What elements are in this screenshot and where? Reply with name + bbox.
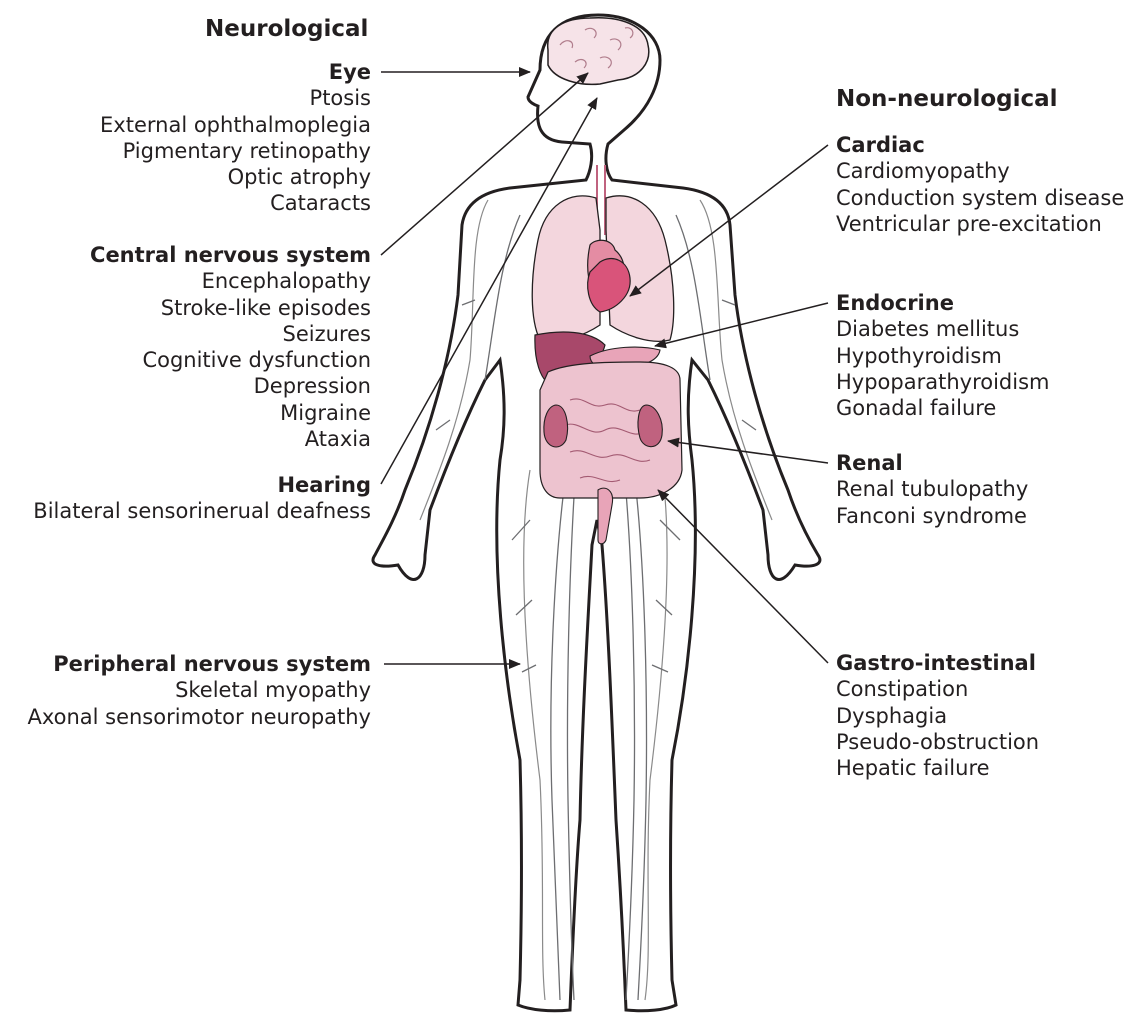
heading-neurological: Neurological [205,14,368,44]
eye-item: Optic atrophy [100,164,371,190]
cns-title: Central nervous system [90,242,371,268]
cns-item: Migraine [90,400,371,426]
cardiac-title: Cardiac [836,132,1124,158]
group-endocrine: Endocrine Diabetes mellitus Hypothyroidi… [836,290,1050,421]
renal-item: Fanconi syndrome [836,503,1028,529]
hearing-title: Hearing [33,472,371,498]
heading-non-neurological: Non-neurological [836,84,1058,114]
eye-item: Pigmentary retinopathy [100,138,371,164]
eye-item: External ophthalmoplegia [100,112,371,138]
pns-item: Skeletal myopathy [27,677,371,703]
gi-item: Hepatic failure [836,755,1039,781]
group-renal: Renal Renal tubulopathy Fanconi syndrome [836,450,1028,529]
cns-item: Stroke-like episodes [90,295,371,321]
gi-item: Constipation [836,676,1039,702]
endocrine-item: Hypoparathyroidism [836,369,1050,395]
group-eye: Eye Ptosis External ophthalmoplegia Pigm… [100,59,371,217]
endocrine-title: Endocrine [836,290,1050,316]
cns-item: Cognitive dysfunction [90,347,371,373]
cns-item: Depression [90,373,371,399]
cardiac-item: Ventricular pre-excitation [836,211,1124,237]
cns-item: Seizures [90,321,371,347]
renal-item: Renal tubulopathy [836,476,1028,502]
hearing-item: Bilateral sensorinerual deafness [33,498,371,524]
endocrine-item: Hypothyroidism [836,343,1050,369]
eye-item: Ptosis [100,85,371,111]
group-pns: Peripheral nervous system Skeletal myopa… [27,651,371,730]
cardiac-item: Cardiomyopathy [836,158,1124,184]
gi-item: Dysphagia [836,703,1039,729]
pns-title: Peripheral nervous system [27,651,371,677]
eye-item: Cataracts [100,190,371,216]
pns-item: Axonal sensorimotor neuropathy [27,704,371,730]
renal-title: Renal [836,450,1028,476]
gi-item: Pseudo-obstruction [836,729,1039,755]
cardiac-item: Conduction system disease [836,185,1124,211]
group-cns: Central nervous system Encephalopathy St… [90,242,371,452]
gi-title: Gastro-intestinal [836,650,1039,676]
endocrine-item: Gonadal failure [836,395,1050,421]
cns-item: Ataxia [90,426,371,452]
endocrine-item: Diabetes mellitus [836,316,1050,342]
group-hearing: Hearing Bilateral sensorinerual deafness [33,472,371,525]
left-kidney [544,405,568,447]
body-outline [373,15,820,1011]
eye-title: Eye [100,59,371,85]
group-cardiac: Cardiac Cardiomyopathy Conduction system… [836,132,1124,237]
group-gi: Gastro-intestinal Constipation Dysphagia… [836,650,1039,781]
brain-shape [548,18,649,85]
cns-item: Encephalopathy [90,268,371,294]
